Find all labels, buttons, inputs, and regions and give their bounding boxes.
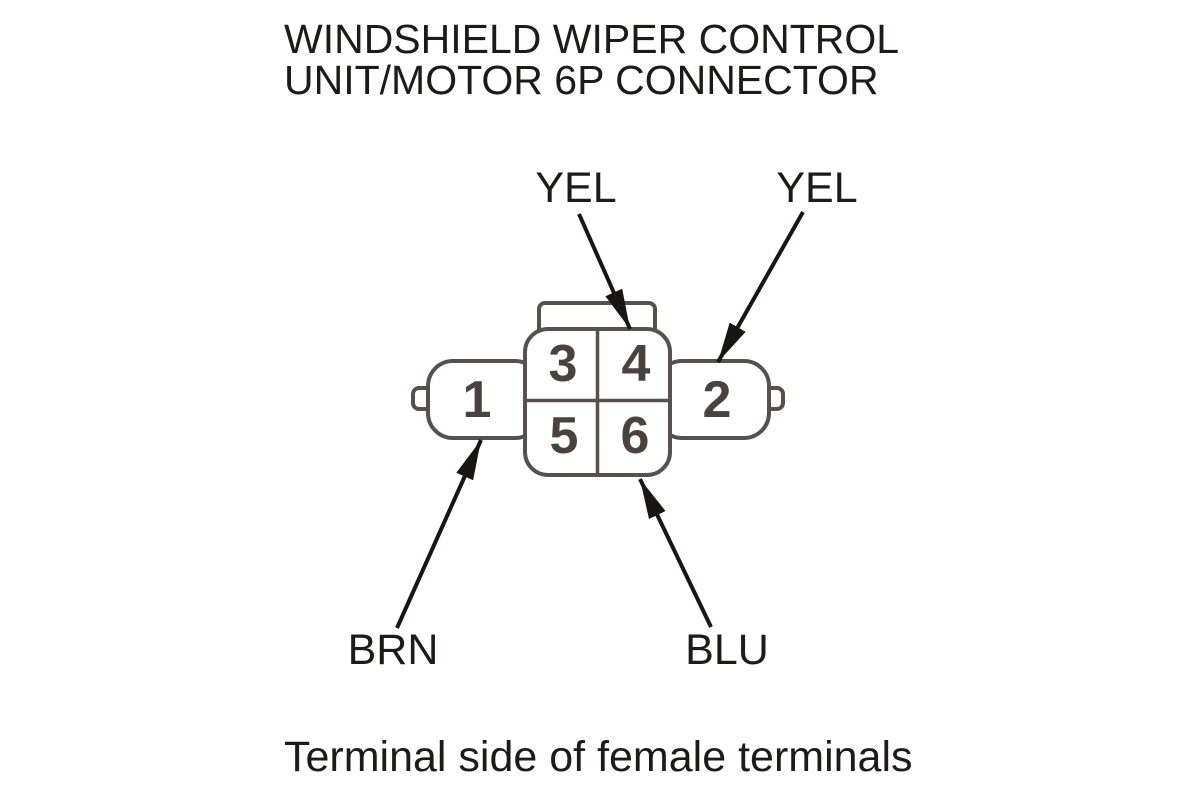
wire-label-brn: BRN: [348, 626, 439, 674]
connector-body: [411, 301, 785, 477]
arrow-blu-to-terminal-6: [638, 478, 713, 628]
terminal-number-2: 2: [703, 371, 732, 429]
wire-label-blu: BLU: [685, 626, 769, 674]
wire-label-yel-left: YEL: [535, 164, 616, 212]
terminal-number-1: 1: [463, 371, 492, 429]
arrow-yel-to-terminal-2: [716, 211, 805, 363]
arrow-brn-to-terminal-1: [395, 439, 483, 629]
terminal-number-3: 3: [549, 335, 578, 393]
terminal-number-4: 4: [622, 335, 651, 393]
diagram-title-line1: WINDSHIELD WIPER CONTROL: [284, 16, 899, 62]
diagram-caption: Terminal side of female terminals: [284, 733, 913, 781]
arrow-yel-to-terminal-4: [577, 213, 632, 330]
terminal-number-5: 5: [550, 407, 579, 465]
diagram-title-line2: UNIT/MOTOR 6P CONNECTOR: [284, 57, 879, 103]
wire-label-yel-right: YEL: [776, 164, 857, 212]
terminal-number-6: 6: [621, 407, 650, 465]
